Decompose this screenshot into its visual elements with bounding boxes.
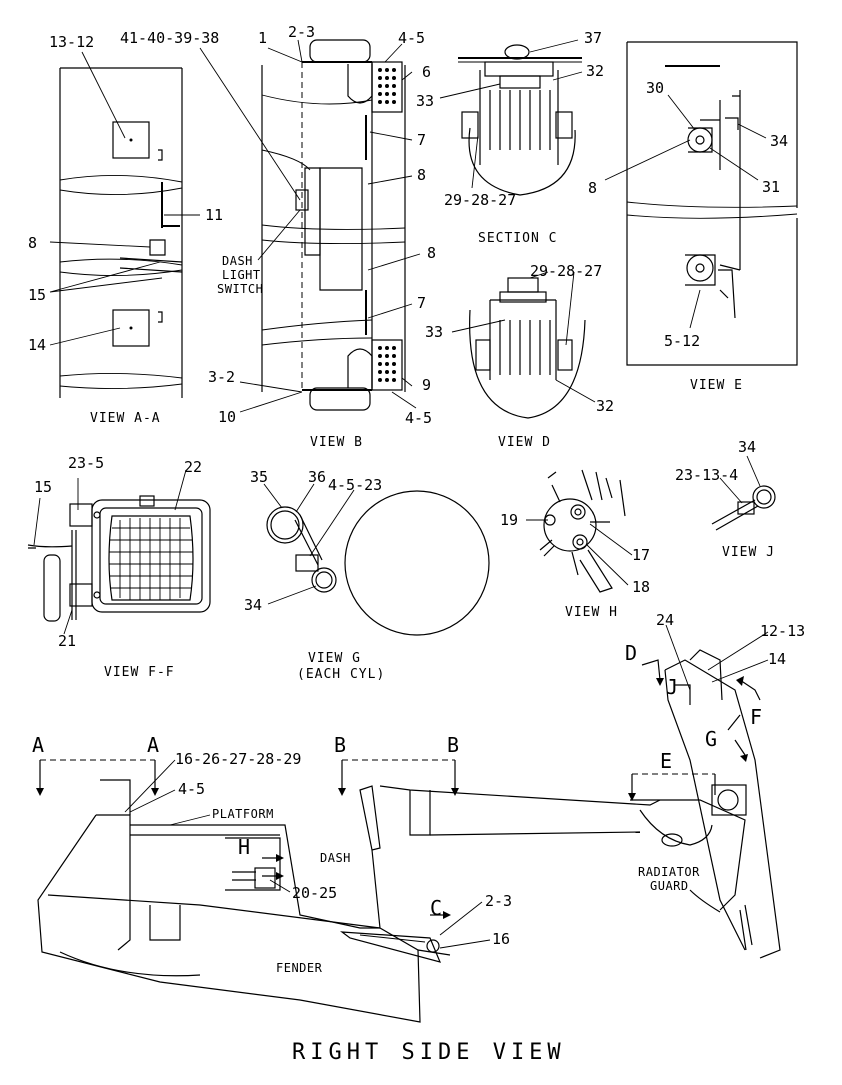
callout-22: 22 — [184, 458, 202, 476]
section-letter-e: E — [660, 749, 672, 773]
callout-15: 15 — [28, 286, 46, 304]
callout-37: 37 — [584, 29, 602, 47]
callout-33-c: 33 — [416, 92, 434, 110]
callout-7-bottom: 7 — [417, 294, 426, 312]
view-g-caption-2: (EACH CYL) — [297, 667, 385, 682]
callout-16-26-27-28-29: 16-26-27-28-29 — [175, 750, 301, 768]
callout-18: 18 — [632, 578, 650, 596]
callout-29-28-27-d: 29-28-27 — [530, 262, 602, 280]
view-d: 29-28-27 33 32 VIEW D — [425, 262, 614, 450]
section-letter-a-left: A — [32, 733, 44, 757]
callout-8-mid: 8 — [427, 244, 436, 262]
callout-4-5-main: 4-5 — [178, 780, 205, 798]
view-j-caption: VIEW J — [722, 545, 775, 560]
callout-23-5-ff: 23-5 — [68, 454, 104, 472]
section-letter-a-right: A — [147, 733, 159, 757]
section-letter-g: G — [705, 727, 717, 751]
page-title: RIGHT SIDE VIEW — [292, 1040, 566, 1065]
callout-34-e: 34 — [770, 132, 788, 150]
view-e: 30 34 8 31 5-12 VIEW E — [588, 41, 798, 393]
callout-32-d: 32 — [596, 397, 614, 415]
section-letter-d: D — [625, 641, 637, 665]
callout-2-3-top: 2-3 — [288, 23, 315, 41]
view-b: 41-40-39-38 1 2-3 4-5 6 7 8 8 7 9 3-2 10… — [120, 23, 436, 450]
view-h-caption: VIEW H — [565, 605, 618, 620]
callout-36: 36 — [308, 468, 326, 486]
platform-label: PLATFORM — [212, 807, 274, 821]
section-letter-h: H — [238, 835, 250, 859]
view-g: 35 36 4-5-23 34 VIEW G (EACH CYL) — [244, 468, 490, 682]
section-letter-b-right: B — [447, 733, 459, 757]
callout-32-c: 32 — [586, 62, 604, 80]
callout-7-top: 7 — [417, 131, 426, 149]
callout-17: 17 — [632, 546, 650, 564]
callout-29-28-27-c: 29-28-27 — [444, 191, 516, 209]
radiator-guard-label-1: RADIATOR — [638, 865, 700, 879]
main-right-side-view: A A B B C D E F G H J 24 12-13 14 16-26-… — [32, 611, 805, 1023]
callout-34-g: 34 — [244, 596, 262, 614]
callout-31: 31 — [762, 178, 780, 196]
callout-30: 30 — [646, 79, 664, 97]
view-ff-caption: VIEW F-F — [104, 665, 175, 680]
callout-8: 8 — [28, 234, 37, 252]
callout-9: 9 — [422, 376, 431, 394]
callout-19: 19 — [500, 511, 518, 529]
dash-light-switch-label-2: LIGHT — [222, 268, 261, 282]
section-letter-c: C — [430, 896, 442, 920]
callout-41-40-39-38: 41-40-39-38 — [120, 29, 219, 47]
dash-label: DASH — [320, 851, 351, 865]
view-d-caption: VIEW D — [498, 435, 551, 450]
view-j: 34 23-13-4 VIEW J — [675, 438, 776, 560]
callout-34-j: 34 — [738, 438, 756, 456]
callout-23-13-4: 23-13-4 — [675, 466, 738, 484]
callout-20-25: 20-25 — [292, 884, 337, 902]
callout-6: 6 — [422, 63, 431, 81]
section-letter-j: J — [666, 675, 678, 699]
section-letter-f: F — [750, 705, 762, 729]
dash-light-switch-label-1: DASH — [222, 254, 253, 268]
view-ff: 23-5 22 15 21 VIEW F-F — [27, 454, 211, 680]
view-h: 19 17 18 VIEW H — [500, 469, 650, 620]
callout-14-main: 14 — [768, 650, 786, 668]
callout-5-12: 5-12 — [664, 332, 700, 350]
callout-33-d: 33 — [425, 323, 443, 341]
view-g-caption-1: VIEW G — [308, 651, 361, 666]
radiator-guard-label-2: GUARD — [650, 879, 689, 893]
callout-1: 1 — [258, 29, 267, 47]
fender-label: FENDER — [276, 961, 323, 975]
callout-4-5-bottom: 4-5 — [405, 409, 432, 427]
dash-light-switch-label-3: SWITCH — [217, 282, 263, 296]
callout-10: 10 — [218, 408, 236, 426]
view-e-caption: VIEW E — [690, 378, 743, 393]
callout-8-top: 8 — [417, 166, 426, 184]
callout-21: 21 — [58, 632, 76, 650]
section-c: 37 32 33 29-28-27 SECTION C — [416, 29, 604, 246]
callout-3-2: 3-2 — [208, 368, 235, 386]
callout-35: 35 — [250, 468, 268, 486]
section-letter-b-left: B — [334, 733, 346, 757]
callout-14: 14 — [28, 336, 46, 354]
callout-4-5-23: 4-5-23 — [328, 476, 382, 494]
callout-4-5-top: 4-5 — [398, 29, 425, 47]
view-aa-caption: VIEW A-A — [90, 411, 161, 426]
section-c-caption: SECTION C — [478, 231, 557, 246]
callout-12-13: 12-13 — [760, 622, 805, 640]
callout-13-12: 13-12 — [49, 33, 94, 51]
view-aa: 13-12 11 8 15 14 VIEW A-A — [28, 33, 223, 426]
callout-8-e: 8 — [588, 179, 597, 197]
callout-15-ff: 15 — [34, 478, 52, 496]
callout-24: 24 — [656, 611, 674, 629]
view-b-caption: VIEW B — [310, 435, 363, 450]
callout-11: 11 — [205, 206, 223, 224]
callout-2-3-main: 2-3 — [485, 892, 512, 910]
callout-16-main: 16 — [492, 930, 510, 948]
